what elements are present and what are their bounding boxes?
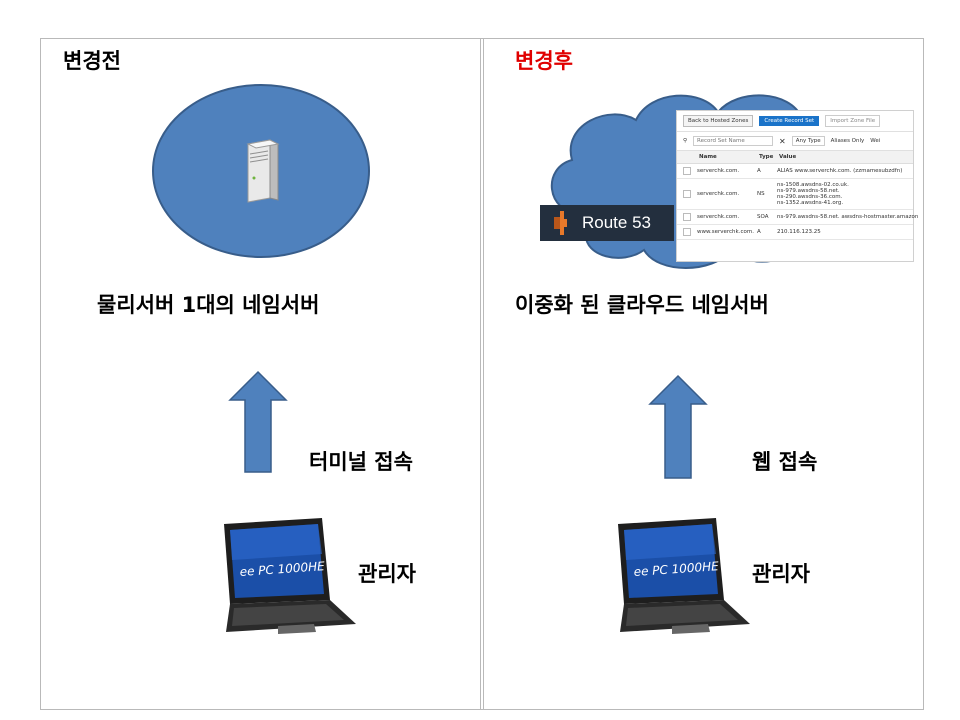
terminal-access-label: 터미널 접속 bbox=[309, 450, 413, 474]
record-type: A bbox=[757, 168, 761, 174]
search-icon: ⚲ bbox=[683, 138, 688, 144]
right-admin-label: 관리자 bbox=[752, 562, 810, 586]
route53-console-panel: Back to Hosted Zones Create Record Set I… bbox=[676, 110, 918, 262]
record-value: ALIAS www.serverchk.com. (zzmamesubzdfn) bbox=[777, 168, 907, 174]
table-row[interactable]: serverchk.com. A ALIAS www.serverchk.com. … bbox=[677, 164, 913, 179]
laptop-icon: ee PC 1000HE bbox=[224, 518, 356, 634]
physical-server-circle bbox=[152, 84, 370, 258]
record-value: ns-1508.awsdns-02.co.uk.ns-979.awsdns-58… bbox=[777, 182, 907, 206]
record-name: www.serverchk.com. bbox=[697, 229, 754, 235]
record-value-line: ns-979.awsdns-58.net. awsdns-hostmaster.… bbox=[777, 214, 919, 220]
laptop-model-text: ee PC 1000HE bbox=[239, 559, 325, 579]
record-value-line: ns-290.awsdns-36.com. bbox=[777, 194, 843, 200]
record-name: serverchk.com. bbox=[697, 191, 740, 197]
terminal-access-arrow bbox=[228, 370, 288, 473]
type-filter-select[interactable]: Any Type bbox=[791, 136, 825, 146]
row-checkbox[interactable] bbox=[683, 228, 691, 236]
record-value: 210.116.123.25 bbox=[777, 229, 907, 235]
weighted-checkbox[interactable]: Wei bbox=[870, 138, 881, 144]
route53-badge: Route 53 bbox=[540, 205, 674, 241]
row-checkbox[interactable] bbox=[683, 167, 691, 175]
left-panel-frame bbox=[40, 38, 924, 710]
record-value: ns-979.awsdns-58.net. awsdns-hostmaster.… bbox=[777, 214, 918, 220]
record-type: A bbox=[757, 229, 761, 235]
table-row[interactable]: serverchk.com. NS ns-1508.awsdns-02.co.uk.… bbox=[677, 179, 913, 210]
aliases-only-checkbox[interactable]: Aliases Only bbox=[830, 138, 865, 144]
record-value-line: 210.116.123.25 bbox=[777, 229, 821, 235]
record-value-line: ns-1352.awsdns-41.org. bbox=[777, 200, 844, 206]
record-value-line: ns-979.awsdns-58.net. bbox=[777, 188, 840, 194]
laptop-model-text: ee PC 1000HE bbox=[633, 559, 719, 579]
table-row[interactable]: www.serverchk.com.A 210.116.123.25 bbox=[677, 225, 913, 240]
panel-divider bbox=[480, 38, 484, 710]
create-record-set-button[interactable]: Create Record Set bbox=[759, 116, 820, 126]
column-value: Value bbox=[779, 154, 797, 160]
column-name: Name bbox=[699, 154, 717, 160]
column-type: Type bbox=[759, 154, 774, 160]
web-access-label: 웹 접속 bbox=[752, 450, 818, 474]
route53-logo-icon bbox=[554, 211, 567, 235]
server-icon bbox=[246, 139, 280, 203]
table-row[interactable]: serverchk.com. SOA ns-979.awsdns-58.net. a… bbox=[677, 210, 918, 225]
before-heading: 변경전 bbox=[63, 49, 121, 73]
record-set-search-input[interactable]: Record Set Name bbox=[693, 136, 774, 146]
record-type: NS bbox=[757, 191, 765, 197]
after-heading: 변경후 bbox=[515, 49, 573, 73]
before-caption: 물리서버 1대의 네임서버 bbox=[97, 293, 320, 317]
import-zone-file-button[interactable]: Import Zone File bbox=[825, 115, 881, 127]
row-checkbox[interactable] bbox=[683, 190, 691, 198]
record-name: serverchk.com. bbox=[697, 168, 740, 174]
record-name: serverchk.com. bbox=[697, 214, 740, 220]
laptop-icon: ee PC 1000HE bbox=[618, 518, 750, 634]
left-admin-label: 관리자 bbox=[358, 562, 416, 586]
after-caption: 이중화 된 클라우드 네임서버 bbox=[515, 293, 769, 317]
row-checkbox[interactable] bbox=[683, 213, 691, 221]
route53-badge-label: Route 53 bbox=[582, 213, 651, 232]
back-to-hosted-zones-button[interactable]: Back to Hosted Zones bbox=[683, 115, 754, 127]
clear-icon[interactable]: ✕ bbox=[779, 136, 786, 146]
web-access-arrow bbox=[648, 374, 708, 479]
record-type: SOA bbox=[757, 214, 769, 220]
record-value-line: ALIAS www.serverchk.com. (zzmamesubzdfn) bbox=[777, 168, 903, 174]
record-value-line: ns-1508.awsdns-02.co.uk. bbox=[777, 182, 849, 188]
record-set-table: serverchk.com. A ALIAS www.serverchk.com. … bbox=[677, 164, 918, 240]
